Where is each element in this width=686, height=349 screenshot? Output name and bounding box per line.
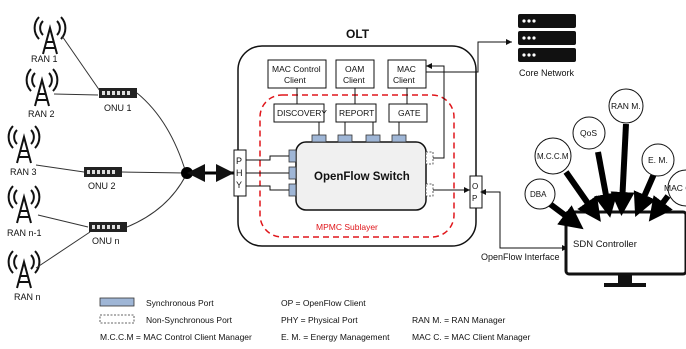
svg-text:Client: Client — [393, 75, 415, 85]
mac-control-client-box — [267, 59, 327, 89]
mac-client-box — [387, 59, 427, 89]
switch-mac-client-link — [426, 63, 445, 159]
non-sync-ports-right — [425, 151, 434, 197]
svg-text:Client: Client — [343, 75, 365, 85]
onu-n: ONU n — [89, 222, 127, 246]
ran-tower-1: RAN 1 — [31, 16, 67, 64]
onu-label: ONU 1 — [104, 103, 132, 113]
legend-non-sync-port: Non-Synchronous Port — [146, 315, 233, 325]
onu-label: ONU 2 — [88, 181, 116, 191]
antenna-icon — [25, 68, 59, 107]
app-mccm: M.C.C.M — [534, 137, 572, 175]
svg-text:Y: Y — [236, 180, 242, 190]
legend-sync-port: Synchronous Port — [146, 298, 214, 308]
ran-onu-links — [35, 35, 101, 269]
ran-label: RAN 3 — [10, 167, 37, 177]
olt-title: OLT — [346, 27, 370, 41]
svg-text:P: P — [472, 194, 477, 203]
ran-tower-2: RAN 2 — [25, 68, 59, 119]
svg-text:MAC Control: MAC Control — [272, 64, 321, 74]
client-function-links — [296, 88, 408, 104]
svg-text:Client: Client — [284, 75, 306, 85]
splitter-node — [181, 167, 193, 179]
ran-label: RAN n — [14, 292, 41, 302]
svg-text:MAC: MAC — [397, 64, 416, 74]
ran-tower-3: RAN 3 — [7, 125, 41, 177]
antenna-icon — [33, 16, 67, 55]
svg-text:DISCOVERY: DISCOVERY — [277, 108, 327, 118]
onu-label: ONU n — [92, 236, 120, 246]
core-network-label: Core Network — [519, 68, 575, 78]
ran-tower-n: RAN n — [7, 250, 41, 302]
legend-macc: MAC C. = MAC Client Manager — [412, 332, 530, 342]
svg-text:REPORT: REPORT — [339, 108, 374, 118]
svg-text:E. M.: E. M. — [648, 155, 668, 165]
app-mac-client-manager: MAC C. — [664, 169, 686, 207]
ran-label: RAN 1 — [31, 54, 58, 64]
phy-switch-links — [246, 155, 289, 191]
legend-mccm: M.C.C.M = MAC Control Client Manager — [100, 332, 252, 342]
legend-op: OP = OpenFlow Client — [281, 298, 366, 308]
core-network-server-icon — [518, 14, 576, 62]
legend-sync-port-swatch — [99, 297, 135, 307]
svg-text:QoS: QoS — [580, 128, 597, 138]
openflow-switch-label: OpenFlow Switch — [314, 171, 410, 183]
openflow-interface-link — [480, 189, 568, 251]
onu-1: ONU 1 — [99, 88, 137, 113]
svg-text:RAN M.: RAN M. — [611, 101, 641, 111]
svg-text:GATE: GATE — [398, 108, 421, 118]
mac-client-core-link — [426, 39, 512, 73]
app-ran-manager: RAN M. — [608, 88, 644, 124]
gate-box — [388, 103, 428, 123]
function-switch-links — [318, 122, 400, 135]
openflow-interface-label: OpenFlow Interface — [481, 252, 560, 262]
svg-text:MAC C.: MAC C. — [664, 183, 686, 193]
app-dba: DBA — [524, 178, 556, 210]
svg-text:H: H — [236, 168, 243, 178]
mpmc-sublayer-region — [259, 94, 455, 238]
svg-text:P: P — [236, 156, 242, 166]
app-energy-management: E. M. — [641, 143, 675, 177]
discovery-box — [273, 103, 325, 123]
app-controller-arrows — [548, 123, 673, 230]
onu-splitter-links — [121, 92, 187, 228]
legend-ranm: RAN M. = RAN Manager — [412, 315, 505, 325]
svg-text:M.C.C.M: M.C.C.M — [537, 152, 569, 161]
legend-phy: PHY = Physical Port — [281, 315, 358, 325]
svg-text:O: O — [472, 182, 478, 191]
ran-tower-n-1: RAN n-1 — [7, 185, 42, 238]
sdn-controller-label: SDN Controller — [573, 239, 637, 250]
antenna-icon — [7, 185, 41, 224]
ran-label: RAN n-1 — [7, 228, 42, 238]
mpmc-sublayer-label: MPMC Sublayer — [316, 222, 378, 232]
legend-non-sync-port-swatch — [99, 314, 135, 324]
ran-label: RAN 2 — [28, 109, 55, 119]
svg-text:OAM: OAM — [345, 64, 364, 74]
app-qos: QoS — [572, 116, 606, 150]
legend-em: E. M. = Energy Management — [281, 332, 390, 342]
onu-2: ONU 2 — [84, 167, 122, 191]
antenna-icon — [7, 125, 41, 164]
report-box — [335, 103, 377, 123]
sync-ports-left — [288, 149, 297, 197]
op-port — [469, 175, 483, 209]
svg-text:DBA: DBA — [530, 190, 547, 199]
antenna-icon — [7, 250, 41, 289]
